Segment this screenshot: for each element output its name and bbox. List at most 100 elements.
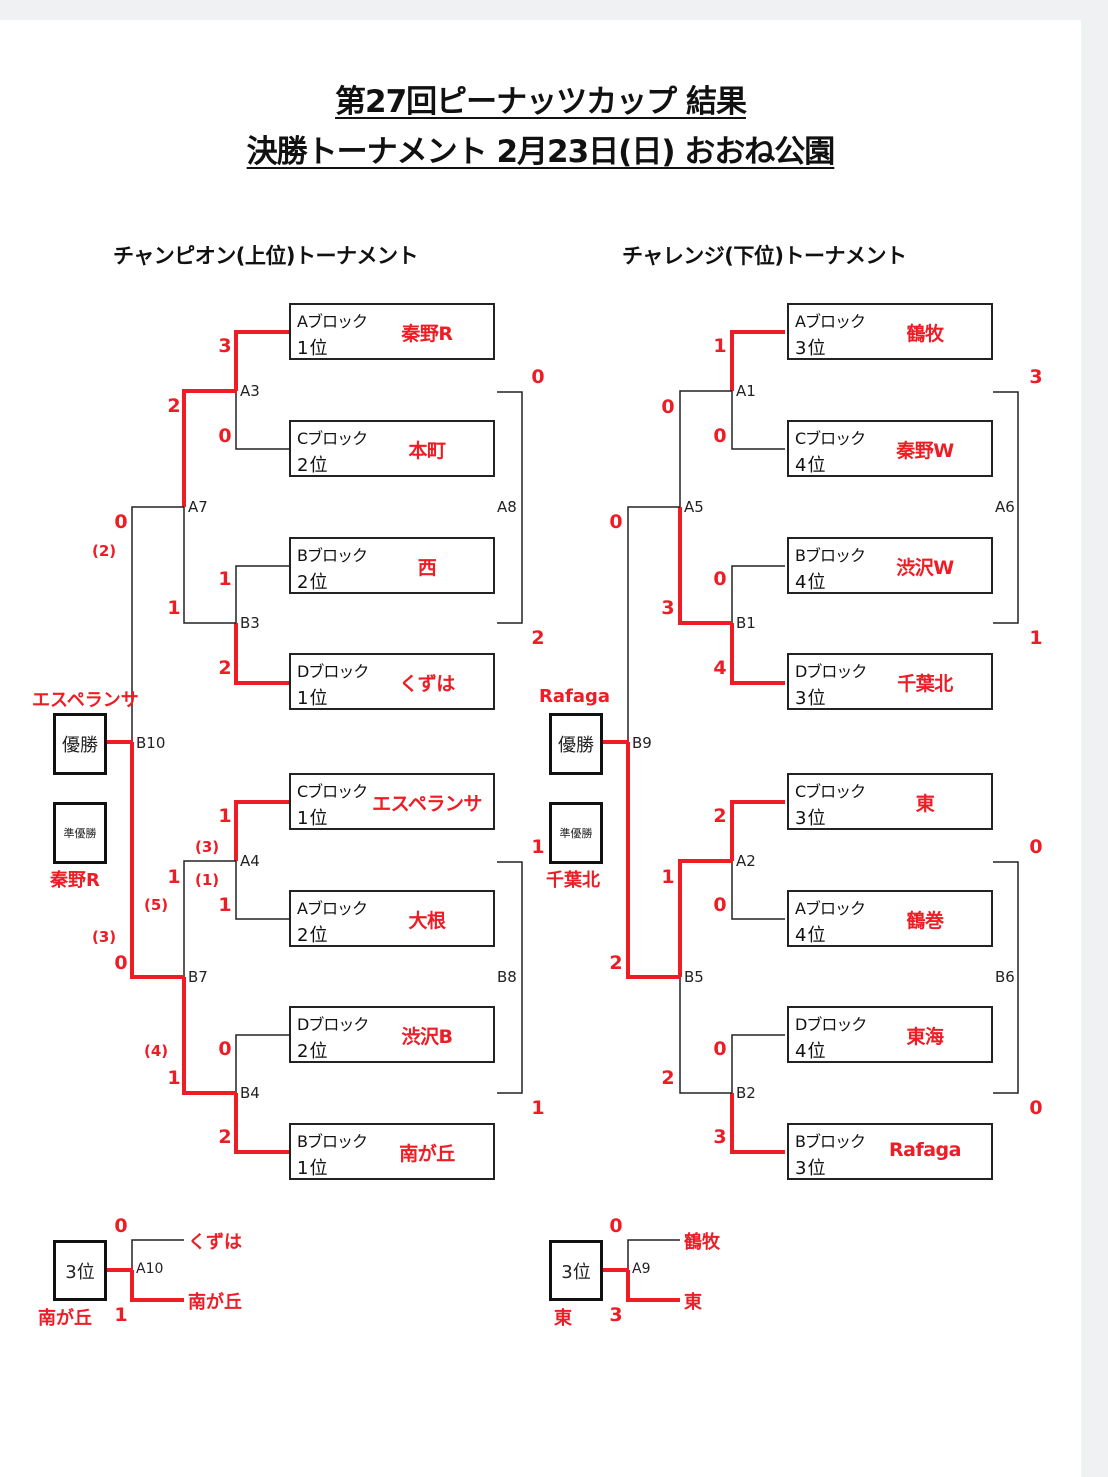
match-code-b5: B5: [684, 968, 704, 986]
score: 2: [218, 1126, 232, 1148]
score: 2: [713, 805, 727, 827]
third-place-team-bottom: 東: [684, 1292, 702, 1313]
score: 0: [114, 952, 128, 974]
score: 2: [218, 657, 232, 679]
block-label: Dブロック: [795, 662, 867, 681]
bracket-line: [679, 977, 732, 1094]
bracket-line: [627, 506, 680, 742]
team-name: 千葉北: [897, 673, 953, 695]
score: 1: [218, 805, 232, 827]
team-name: 秦野W: [896, 440, 954, 462]
team-name: 西: [417, 557, 437, 579]
team-name: 南が丘: [399, 1143, 455, 1165]
block-label: Cブロック: [795, 782, 866, 801]
pk-score: (5): [144, 896, 169, 914]
bracket-line: [679, 390, 732, 507]
page-title: 第27回ピーナッツカップ 結果: [335, 84, 747, 120]
champion-team: エスペランサ: [32, 690, 139, 711]
rank-label: 2位: [297, 925, 329, 946]
winner-path: [130, 742, 184, 979]
block-label: Bブロック: [297, 1132, 368, 1151]
score: 0: [713, 425, 727, 447]
team-slot: Cブロック 2位 本町: [289, 420, 495, 477]
third-place-team-top: くずは: [188, 1232, 242, 1253]
score: 0: [713, 894, 727, 916]
match-code-a3: A3: [240, 382, 260, 400]
block-label: Dブロック: [297, 1015, 369, 1034]
match-code-b8: B8: [497, 968, 517, 986]
runner-up-box: 準優勝: [549, 802, 603, 864]
score: 0: [1029, 836, 1043, 858]
pk-score: (1): [195, 871, 220, 889]
third-place-box: 3位: [53, 1240, 107, 1301]
winner-path: [182, 977, 236, 1095]
match-code-a7: A7: [188, 498, 208, 516]
score: 0: [218, 1038, 232, 1060]
score: 3: [218, 335, 232, 357]
block-label: Cブロック: [297, 782, 368, 801]
score: 2: [531, 627, 545, 649]
match-code-a4: A4: [240, 852, 260, 870]
winner-path: [234, 623, 289, 685]
runner-up-team: 秦野R: [50, 870, 100, 891]
score: 1: [167, 597, 181, 619]
score: 3: [609, 1304, 623, 1326]
score: 2: [609, 952, 623, 974]
score: 1: [1029, 627, 1043, 649]
score: 1: [531, 1097, 545, 1119]
third-place-team-top: 鶴牧: [684, 1232, 720, 1253]
rank-label: 1位: [297, 1158, 329, 1179]
team-slot: Bブロック 1位 南が丘: [289, 1123, 495, 1180]
third-place-label: 3位: [65, 1261, 95, 1283]
score: 0: [713, 568, 727, 590]
block-label: Cブロック: [297, 429, 368, 448]
team-name: 東: [915, 793, 935, 815]
pk-score: (3): [92, 928, 117, 946]
score: 1: [167, 866, 181, 888]
match-code-b9: B9: [632, 734, 652, 752]
score: 1: [661, 866, 675, 888]
block-label: Dブロック: [297, 662, 369, 681]
rank-label: 1位: [297, 688, 329, 709]
match-code-b6: B6: [995, 968, 1015, 986]
challenge-bracket-title: チャレンジ(下位)トーナメント: [622, 244, 907, 268]
match-code-a2: A2: [736, 852, 756, 870]
match-code-b1: B1: [736, 614, 756, 632]
champion-box: 優勝: [549, 713, 603, 775]
pk-score: (3): [195, 838, 220, 856]
block-label: Cブロック: [795, 429, 866, 448]
third-place-winner: 南が丘: [38, 1308, 92, 1329]
score: 1: [167, 1067, 181, 1089]
team-name: Rafaga: [889, 1139, 961, 1161]
score: 3: [1029, 366, 1043, 388]
third-place-label: 3位: [561, 1261, 591, 1283]
score: 0: [661, 396, 675, 418]
runner-up-label: 準優勝: [559, 827, 593, 840]
block-label: Dブロック: [795, 1015, 867, 1034]
match-code-b4: B4: [240, 1084, 260, 1102]
score: 0: [531, 366, 545, 388]
score: 1: [218, 894, 232, 916]
rank-label: 2位: [297, 455, 329, 476]
block-label: Aブロック: [297, 312, 368, 331]
score: 0: [609, 511, 623, 533]
runner-up-label: 準優勝: [63, 827, 97, 840]
winner-path: [182, 389, 236, 507]
team-name: 東海: [906, 1026, 944, 1048]
score: 0: [114, 511, 128, 533]
rank-label: 2位: [297, 1041, 329, 1062]
score: 2: [167, 395, 181, 417]
team-name: 本町: [408, 440, 446, 462]
match-code-a9: A9: [632, 1261, 651, 1277]
block-label: Aブロック: [795, 899, 866, 918]
